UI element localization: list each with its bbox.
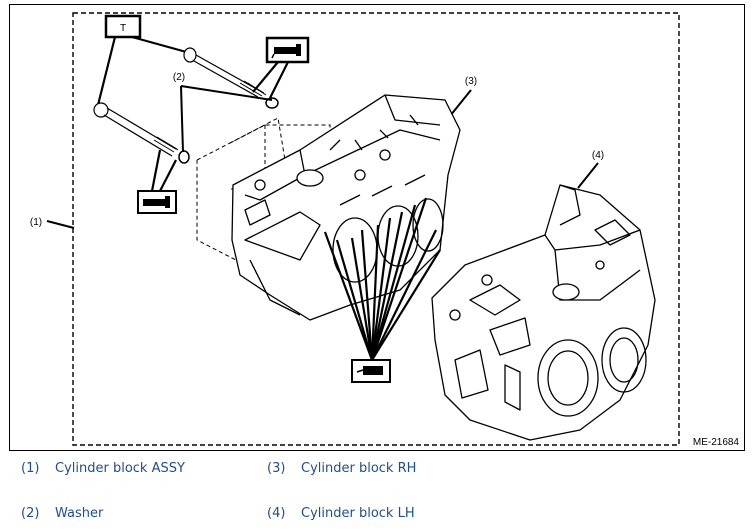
legend-number: (4) <box>267 506 286 521</box>
legend-number: (1) <box>21 461 40 476</box>
legend-number: (2) <box>21 506 40 521</box>
legend-label: Cylinder block RH <box>301 461 417 476</box>
legend-label: Washer <box>55 506 104 521</box>
drawing-code: ME-21684 <box>693 437 740 448</box>
washer-lower <box>178 150 190 164</box>
sealant-leader-lines <box>323 197 441 361</box>
callout-2: (2) <box>173 72 185 83</box>
legend-item-cylinder-block-rh: (3) Cylinder block RH <box>267 461 416 476</box>
legend-label: Cylinder block LH <box>301 506 415 521</box>
legend-item-washer: (2) Washer <box>21 506 103 521</box>
legend-number: (3) <box>267 461 286 476</box>
bolt-upper <box>183 47 267 98</box>
callout-3: (3) <box>465 76 477 87</box>
torque-symbol: T <box>120 23 126 34</box>
parts-legend: (1) Cylinder block ASSY (3) Cylinder block… <box>0 455 752 530</box>
bolt-lower <box>93 102 179 157</box>
oil-symbol-left <box>137 190 177 214</box>
torque-symbol-box: T <box>104 14 142 39</box>
legend-label: Cylinder block ASSY <box>55 461 185 476</box>
sealant-symbol <box>351 359 391 383</box>
callout-1: (1) <box>30 217 42 228</box>
legend-item-cylinder-block-assy: (1) Cylinder block ASSY <box>21 461 185 476</box>
legend-item-cylinder-block-lh: (4) Cylinder block LH <box>267 506 415 521</box>
oil-symbol-top <box>265 36 310 64</box>
cylinder-block-lh <box>431 184 656 441</box>
callout-4: (4) <box>592 150 604 161</box>
assembly-boundary <box>72 12 680 446</box>
